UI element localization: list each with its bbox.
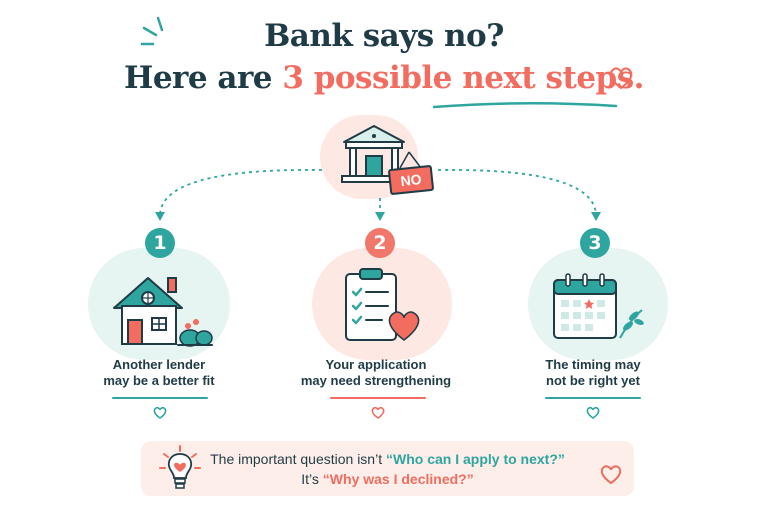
bottom-callout: The important question isn’t “Who can I … [141, 441, 634, 496]
sparkle-icon [140, 16, 164, 46]
bottom-question-1: “Who can I apply to next?” [385, 451, 565, 467]
step-3-heart-icon [586, 406, 600, 419]
step-1-heart-icon [153, 406, 167, 419]
step-2-label: Your application may need strengthening [276, 357, 476, 389]
page-subtitle: Here are 3 possible next steps. [0, 60, 768, 96]
step-3-label-line1: The timing may [545, 357, 641, 372]
step-3-label-line2: not be right yet [546, 373, 640, 388]
step-1-label-line1: Another lender [112, 357, 206, 372]
bottom-line-2: It’s “Why was I declined?” [141, 471, 634, 487]
heart-icon [609, 67, 633, 90]
step-2-label-line2: may need strengthening [300, 373, 452, 388]
clipboard-checklist-icon [345, 268, 420, 341]
calendar-icon [553, 273, 644, 339]
step-1-number: 1 [145, 228, 175, 258]
house-icon [113, 277, 213, 347]
step-2-label-line1: Your application [325, 357, 427, 372]
step-2-heart-icon [371, 406, 385, 419]
step-3-number: 3 [580, 228, 610, 258]
bottom-question-2: “Why was I declined?” [322, 471, 474, 487]
bank-icon [341, 125, 407, 183]
step-2-number: 2 [365, 228, 395, 258]
subtitle-accent: 3 possible next steps. [282, 60, 644, 96]
step-1-label-line2: may be a better fit [103, 373, 215, 388]
step-2-underline [330, 397, 426, 399]
bottom-line-1: The important question isn’t “Who can I … [141, 451, 634, 467]
bottom-line-1-prefix: The important question isn’t [210, 451, 386, 467]
step-1-underline [112, 397, 208, 399]
step-3-label: The timing may not be right yet [493, 357, 693, 389]
page-title: Bank says no? [264, 18, 504, 54]
step-3-underline [545, 397, 641, 399]
title-underline [432, 101, 618, 109]
lightbulb-heart-icon [159, 445, 201, 489]
subtitle-prefix: Here are [124, 60, 283, 96]
callout-heart-icon [600, 465, 622, 485]
step-1-label: Another lender may be a better fit [59, 357, 259, 389]
bottom-line-2-prefix: It’s [301, 471, 323, 487]
